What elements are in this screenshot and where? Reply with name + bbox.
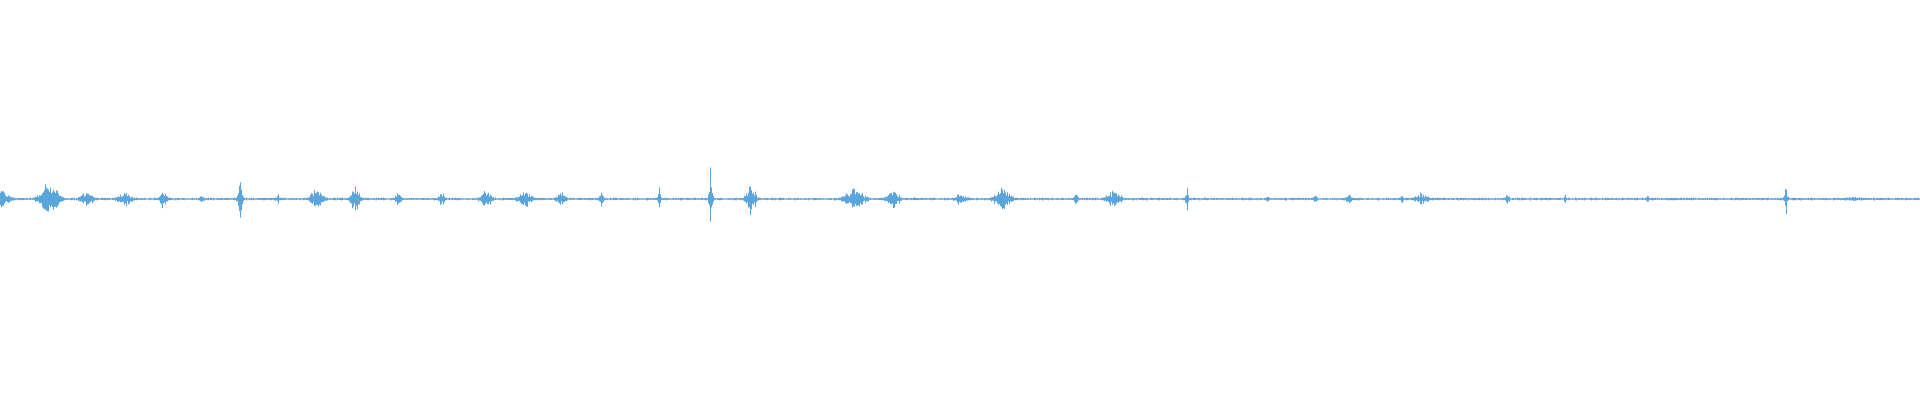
waveform-samples <box>0 167 1920 222</box>
waveform-trace <box>0 167 1920 222</box>
